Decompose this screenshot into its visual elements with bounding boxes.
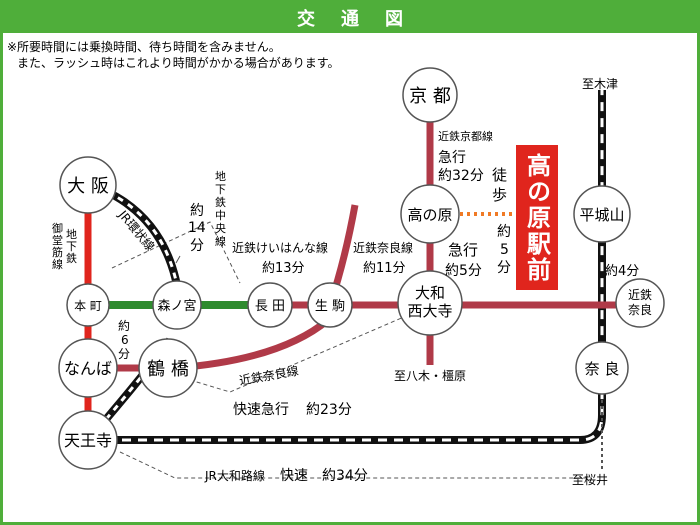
chuo-time-1: 約 <box>190 203 204 219</box>
station-kyoto-label: 京 都 <box>409 86 451 107</box>
chuo-line-label-1: 地 <box>215 170 226 183</box>
chuo-line-label-2: 下 <box>215 183 226 196</box>
station-morinomiya-label: 森ノ宮 <box>157 298 196 314</box>
honmachi-time-3: 分 <box>118 347 130 361</box>
station-ikoma-label: 生 駒 <box>315 299 345 314</box>
nara-line-time-label: 約11分 <box>363 261 406 276</box>
kyoto-express-label: 急行 <box>438 150 466 166</box>
station-tsuruhashi[interactable] <box>138 338 198 398</box>
midosuji-label-1: 御 <box>52 221 63 235</box>
heijoyama-time-label: 約4分 <box>605 264 639 279</box>
station-yamato-saidaiji-label-1: 大和 <box>415 284 445 302</box>
station-kyoto[interactable] <box>402 67 458 123</box>
chuo-line-label-3: 鉄 <box>215 195 226 209</box>
station-heijoyama[interactable] <box>573 185 631 243</box>
kyoto-time-label: 約32分 <box>438 168 484 184</box>
nara-line-top-label: 近鉄奈良線 <box>353 240 413 255</box>
station-honmachi[interactable] <box>66 283 110 327</box>
saidaiji-express-label: 急行 <box>448 241 478 259</box>
nara-line-bottom-label: 近鉄奈良線 <box>238 363 300 388</box>
station-honmachi-label: 本 町 <box>74 299 102 313</box>
kyoto-line-label: 近鉄京都線 <box>438 129 493 143</box>
jr-yamatoji-line <box>90 90 606 444</box>
saidaiji-time-label: 約5分 <box>445 263 482 279</box>
station-heijoyama-label: 平城山 <box>579 206 624 224</box>
midosuji-label-4: 線 <box>52 257 63 271</box>
to-kizu-label: 至木津 <box>582 77 618 91</box>
station-kintetsu-nara-label-1: 近鉄 <box>628 287 652 302</box>
walk-time-3: 分 <box>497 260 511 276</box>
honmachi-time-2: 6 <box>121 333 129 347</box>
station-yamato-saidaiji[interactable] <box>397 270 463 336</box>
rapid-express-time-label: 約23分 <box>306 402 352 418</box>
rapid-express-bracket <box>189 309 421 393</box>
station-ikoma[interactable] <box>307 282 353 328</box>
station-nagata[interactable] <box>247 282 293 328</box>
kintetsu-nara-line-bottom <box>174 317 331 372</box>
note-line-1: ※所要時間には乗換時間、待ち時間を含みません。 <box>7 40 281 54</box>
yamatoji-line-label: JR大和路線 <box>204 468 265 483</box>
to-yagi-label: 至八木・橿原 <box>394 369 466 383</box>
yamatoji-rapid-label: 快速 <box>280 468 308 484</box>
banner-title: 交通図 <box>3 3 697 33</box>
station-takanohara[interactable] <box>400 184 460 244</box>
chuo-time-3: 分 <box>190 238 204 254</box>
station-nagata-label: 長 田 <box>255 299 285 314</box>
chuo-time-2: 14 <box>188 220 206 236</box>
chuo-line-label-4: 中 <box>215 209 226 222</box>
chuo-line-label-5: 央 <box>215 222 226 235</box>
station-namba-label: なんば <box>64 359 112 378</box>
station-tennoji[interactable] <box>58 410 118 470</box>
honmachi-time-1: 約 <box>118 318 130 333</box>
subway-label-1: 地 <box>66 228 77 241</box>
station-nara-label: 奈 良 <box>585 360 620 378</box>
station-kintetsu-nara-label-2: 奈良 <box>628 302 652 317</box>
to-sakurai-label: 至桜井 <box>572 473 608 487</box>
destination-takanohara-ekimae: 高の原駅前 <box>516 145 558 290</box>
walk-label-2: 歩 <box>492 186 507 204</box>
station-osaka-label: 大 阪 <box>67 176 109 197</box>
station-yamato-saidaiji-label-2: 西大寺 <box>407 302 452 320</box>
station-tennoji-label: 天王寺 <box>64 431 112 450</box>
yamatoji-bracket <box>119 451 592 479</box>
midosuji-label-2: 堂 <box>52 234 63 247</box>
station-takanohara-label: 高の原 <box>407 206 452 224</box>
station-morinomiya[interactable] <box>152 280 202 330</box>
station-tsuruhashi-label: 鶴 橋 <box>147 359 189 380</box>
yamatoji-time-label: 約34分 <box>322 468 368 484</box>
walk-time-1: 約 <box>497 224 511 240</box>
walk-label-1: 徒 <box>492 166 507 184</box>
loop-line-pointer <box>175 255 181 264</box>
rapid-express-label: 快速急行 <box>233 402 289 418</box>
subway-label-2: 下 <box>66 240 77 253</box>
keihanna-time-label: 約13分 <box>262 261 305 276</box>
station-namba[interactable] <box>58 338 118 398</box>
keihanna-line-label: 近鉄けいはんな線 <box>232 240 328 255</box>
chuo-line-label-6: 線 <box>215 234 226 248</box>
chuo-time-bracket <box>111 221 241 284</box>
subway-label-3: 鉄 <box>66 251 77 265</box>
note-line-2: また、ラッシュ時はこれより時間がかかる場合があります。 <box>17 56 340 70</box>
midosuji-label-3: 筋 <box>52 245 63 259</box>
walk-time-2: 5 <box>500 242 509 258</box>
station-osaka[interactable] <box>59 156 117 214</box>
station-nara[interactable] <box>575 341 629 395</box>
station-kintetsu-nara[interactable] <box>615 278 665 328</box>
